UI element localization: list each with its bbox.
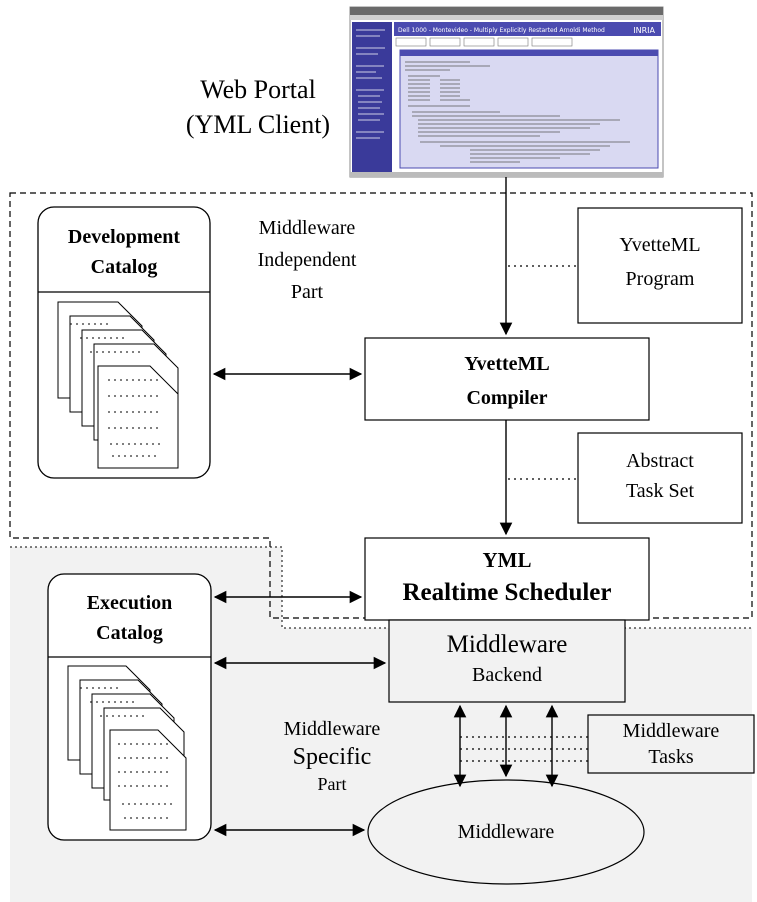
- backend-line2: Backend: [472, 663, 542, 686]
- yvetteml-compiler-line1: YvetteML: [464, 353, 550, 375]
- middleware-tasks-line2: Tasks: [648, 746, 694, 768]
- yvetteml-program-line1: YvetteML: [619, 234, 701, 256]
- middleware-specific-line1: Middleware: [283, 718, 381, 740]
- middleware-independent-line3: Part: [290, 281, 324, 303]
- execution-catalog-line2: Catalog: [96, 622, 163, 644]
- execution-catalog: [47, 573, 212, 841]
- middleware-tasks-line1: Middleware: [622, 720, 720, 742]
- middleware-specific-border: [10, 546, 752, 629]
- development-catalog: [37, 206, 211, 479]
- web-portal-label: Web Portal (YML Client): [168, 72, 348, 142]
- web-portal-label-line2: (YML Client): [185, 110, 331, 140]
- portal-heading-text: Dell 1000 - Montevideo - Multiply Explic…: [398, 27, 605, 34]
- execution-catalog-title: Execution Catalog: [48, 588, 211, 648]
- portal-brand-text: INRIA: [633, 26, 655, 35]
- yvetteml-program-label: YvetteML Program: [578, 228, 742, 296]
- scheduler-label: YML Realtime Scheduler: [365, 546, 649, 610]
- abstract-task-set-line2: Task Set: [625, 480, 695, 502]
- middleware-independent-line2: Independent: [257, 249, 357, 271]
- backend-box: [388, 619, 626, 703]
- development-catalog-title: Development Catalog: [38, 222, 210, 282]
- backend-label: Middleware Backend: [389, 628, 625, 689]
- abstract-task-set-label: Abstract Task Set: [578, 446, 742, 506]
- yvetteml-program-line2: Program: [625, 268, 695, 290]
- yvetteml-compiler-label: YvetteML Compiler: [365, 347, 649, 415]
- middleware-ellipse: [367, 779, 645, 885]
- middleware-independent-line1: Middleware: [258, 217, 356, 239]
- scheduler-line2: Realtime Scheduler: [402, 579, 612, 607]
- web-portal-label-line1: Web Portal: [200, 75, 316, 104]
- middleware-specific-line2: Specific: [292, 744, 372, 770]
- backend-line1: Middleware: [446, 631, 568, 658]
- middleware-independent-border: [9, 192, 753, 619]
- arrows: [212, 177, 559, 837]
- middleware-tasks-box: [587, 714, 755, 774]
- middleware-independent-label: Middleware Independent Part: [232, 212, 382, 308]
- scheduler-line1: YML: [482, 548, 532, 572]
- web-portal-screenshot: Dell 1000 - Montevideo - Multiply Explic…: [349, 6, 664, 178]
- middleware-node-label: Middleware: [368, 819, 644, 846]
- yvetteml-compiler-line2: Compiler: [466, 387, 548, 409]
- abstract-task-set-box: [577, 432, 743, 524]
- yvetteml-compiler-box: [364, 337, 650, 421]
- abstract-task-set-line1: Abstract: [626, 450, 694, 472]
- development-catalog-line1: Development: [67, 226, 181, 248]
- middleware-node-text: Middleware: [457, 821, 555, 843]
- middleware-specific-label: Middleware Specific Part: [262, 716, 402, 797]
- execution-catalog-line1: Execution: [86, 592, 173, 614]
- yvetteml-program-box: [577, 207, 743, 324]
- middleware-tasks-label: Middleware Tasks: [588, 718, 754, 770]
- development-catalog-line2: Catalog: [90, 256, 158, 278]
- middleware-specific-line3: Part: [317, 774, 347, 795]
